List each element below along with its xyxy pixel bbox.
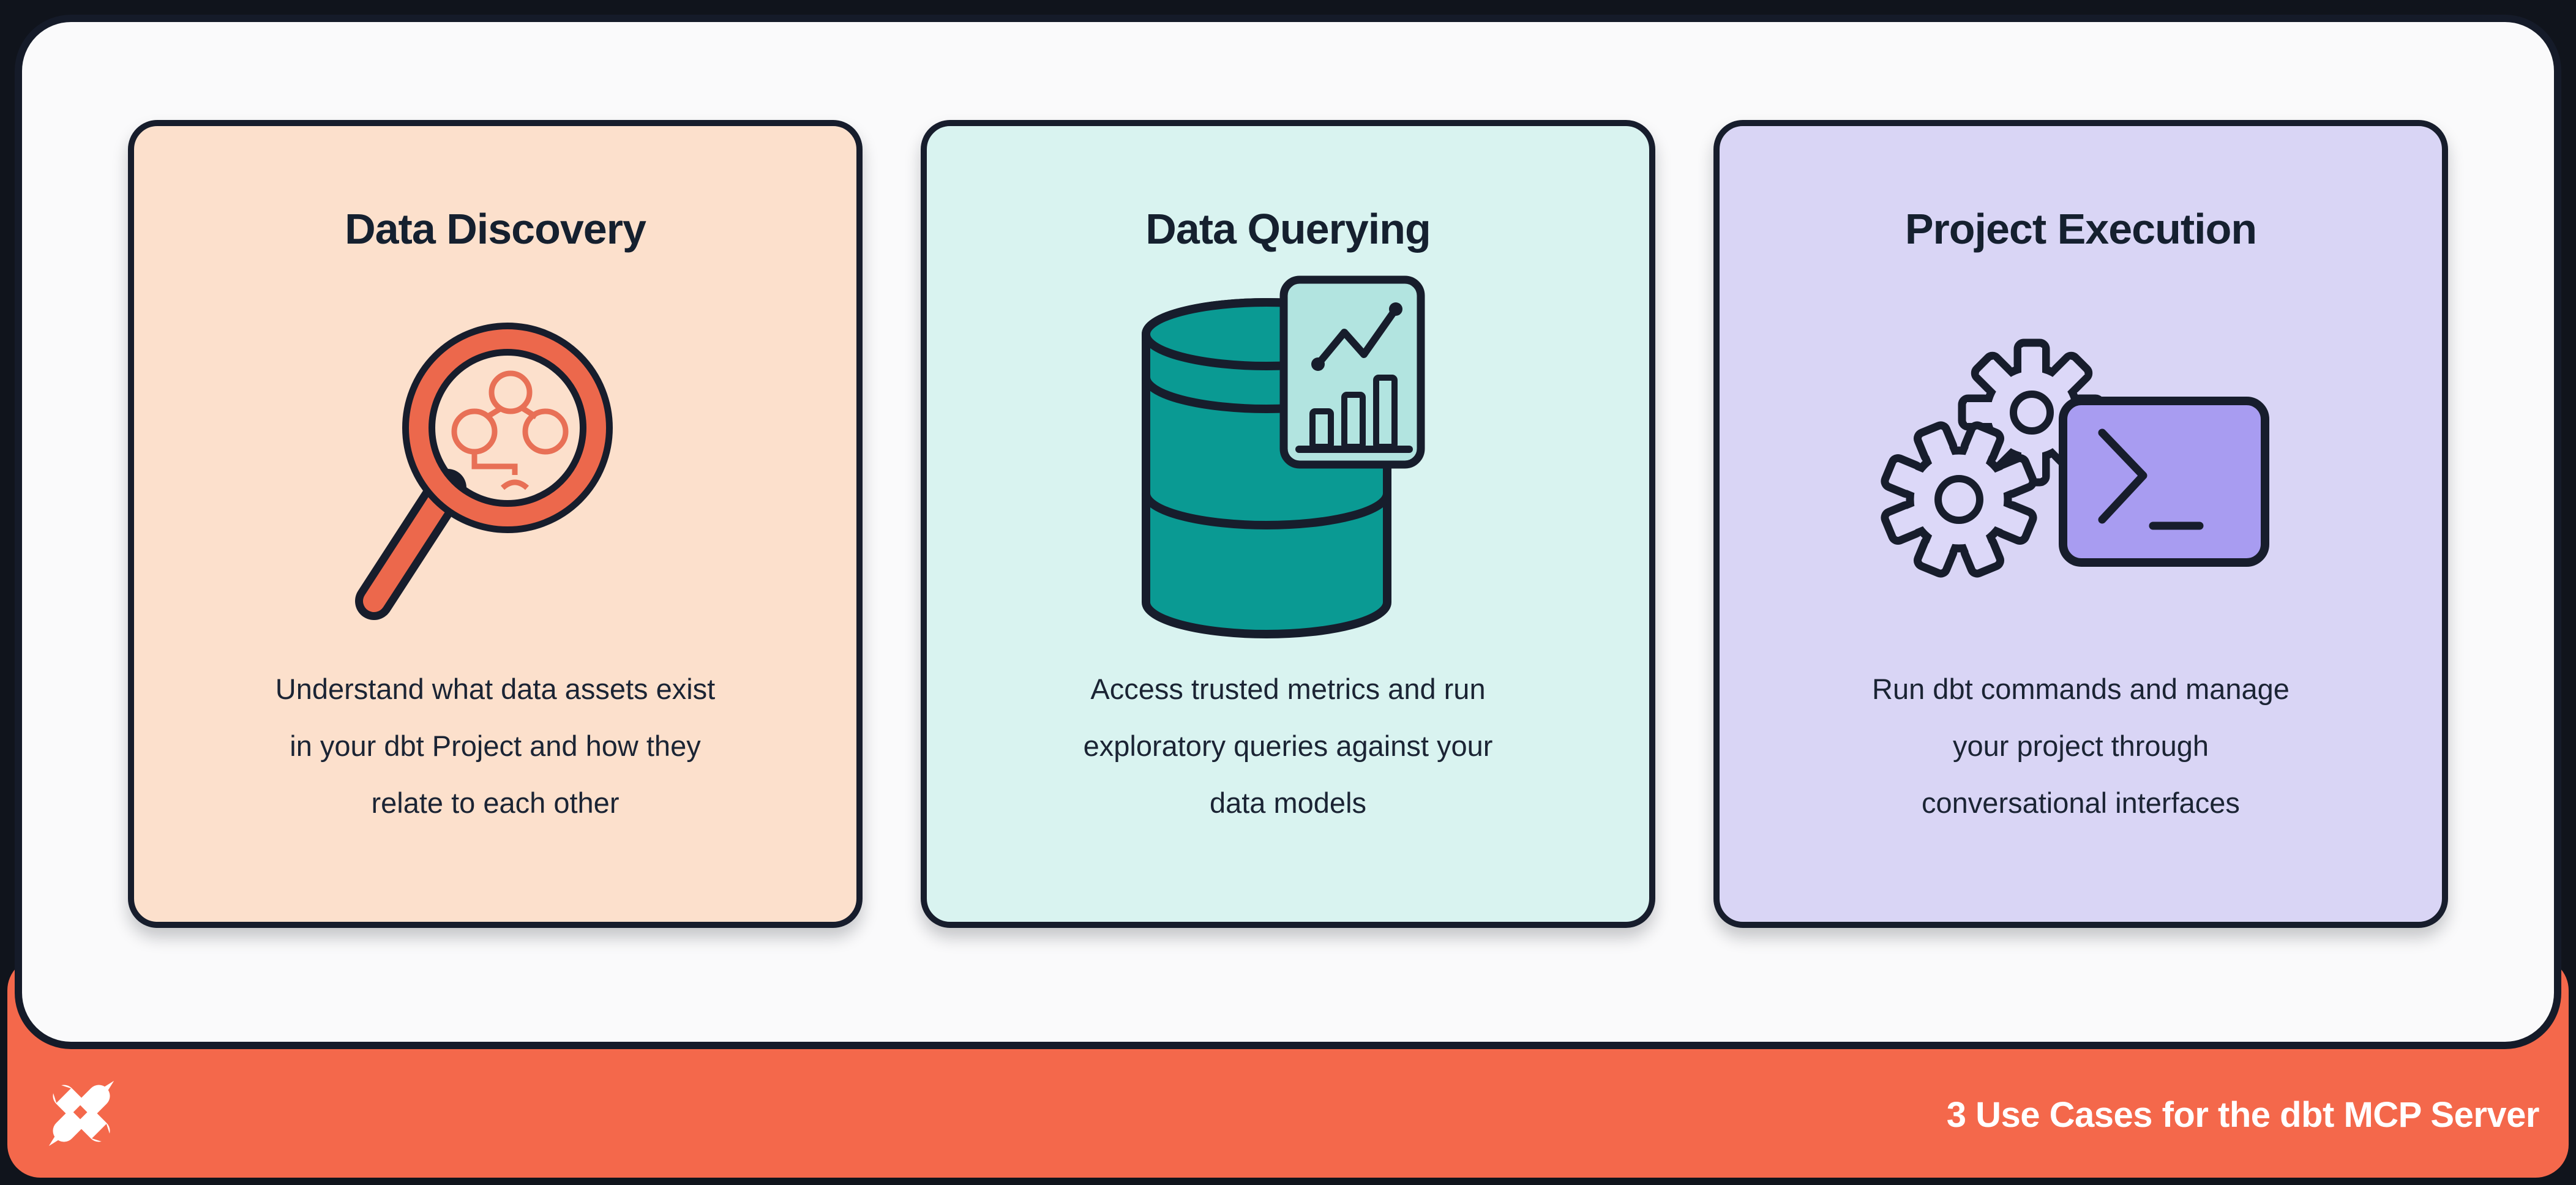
card-body-line: Understand what data assets exist	[275, 673, 716, 705]
icon-wrap	[1760, 253, 2402, 660]
card-project-execution: Project Execution	[1713, 120, 2448, 928]
card-title: Data Discovery	[345, 205, 646, 253]
card-title: Data Querying	[1145, 205, 1431, 253]
icon-wrap	[967, 253, 1609, 660]
card-body-line: data models	[1209, 787, 1367, 819]
icon-wrap	[174, 253, 816, 660]
card-body-line: Run dbt commands and manage	[1872, 673, 2290, 705]
line-chart	[1311, 302, 1402, 371]
bar-chart	[1295, 375, 1413, 453]
dbt-logo-icon	[48, 1080, 114, 1146]
gear-icon	[1881, 421, 2037, 578]
magnifier-lineage-icon	[355, 322, 613, 620]
card-body: Understand what data assets exist in you…	[275, 660, 715, 831]
card-title: Project Execution	[1904, 205, 2257, 253]
gears-terminal-icon	[1881, 338, 2269, 578]
database-chart-icon	[1142, 275, 1425, 638]
card-data-querying: Data Querying	[921, 120, 1655, 928]
card-body-line: in your dbt Project and how they	[290, 730, 701, 762]
card-body-line: relate to each other	[371, 787, 620, 819]
card-data-discovery: Data Discovery	[128, 120, 863, 928]
terminal-icon	[2059, 396, 2269, 567]
lineage-graph	[451, 370, 569, 490]
card-body: Run dbt commands and manage your project…	[1872, 660, 2290, 831]
card-body-line: conversational interfaces	[1922, 787, 2240, 819]
footer-title: 3 Use Cases for the dbt MCP Server	[1946, 1095, 2540, 1135]
card-body: Access trusted metrics and run explorato…	[1084, 660, 1493, 831]
card-body-line: exploratory queries against your	[1083, 730, 1493, 762]
card-body-line: Access trusted metrics and run	[1090, 673, 1486, 705]
card-body-line: your project through	[1952, 730, 2209, 762]
